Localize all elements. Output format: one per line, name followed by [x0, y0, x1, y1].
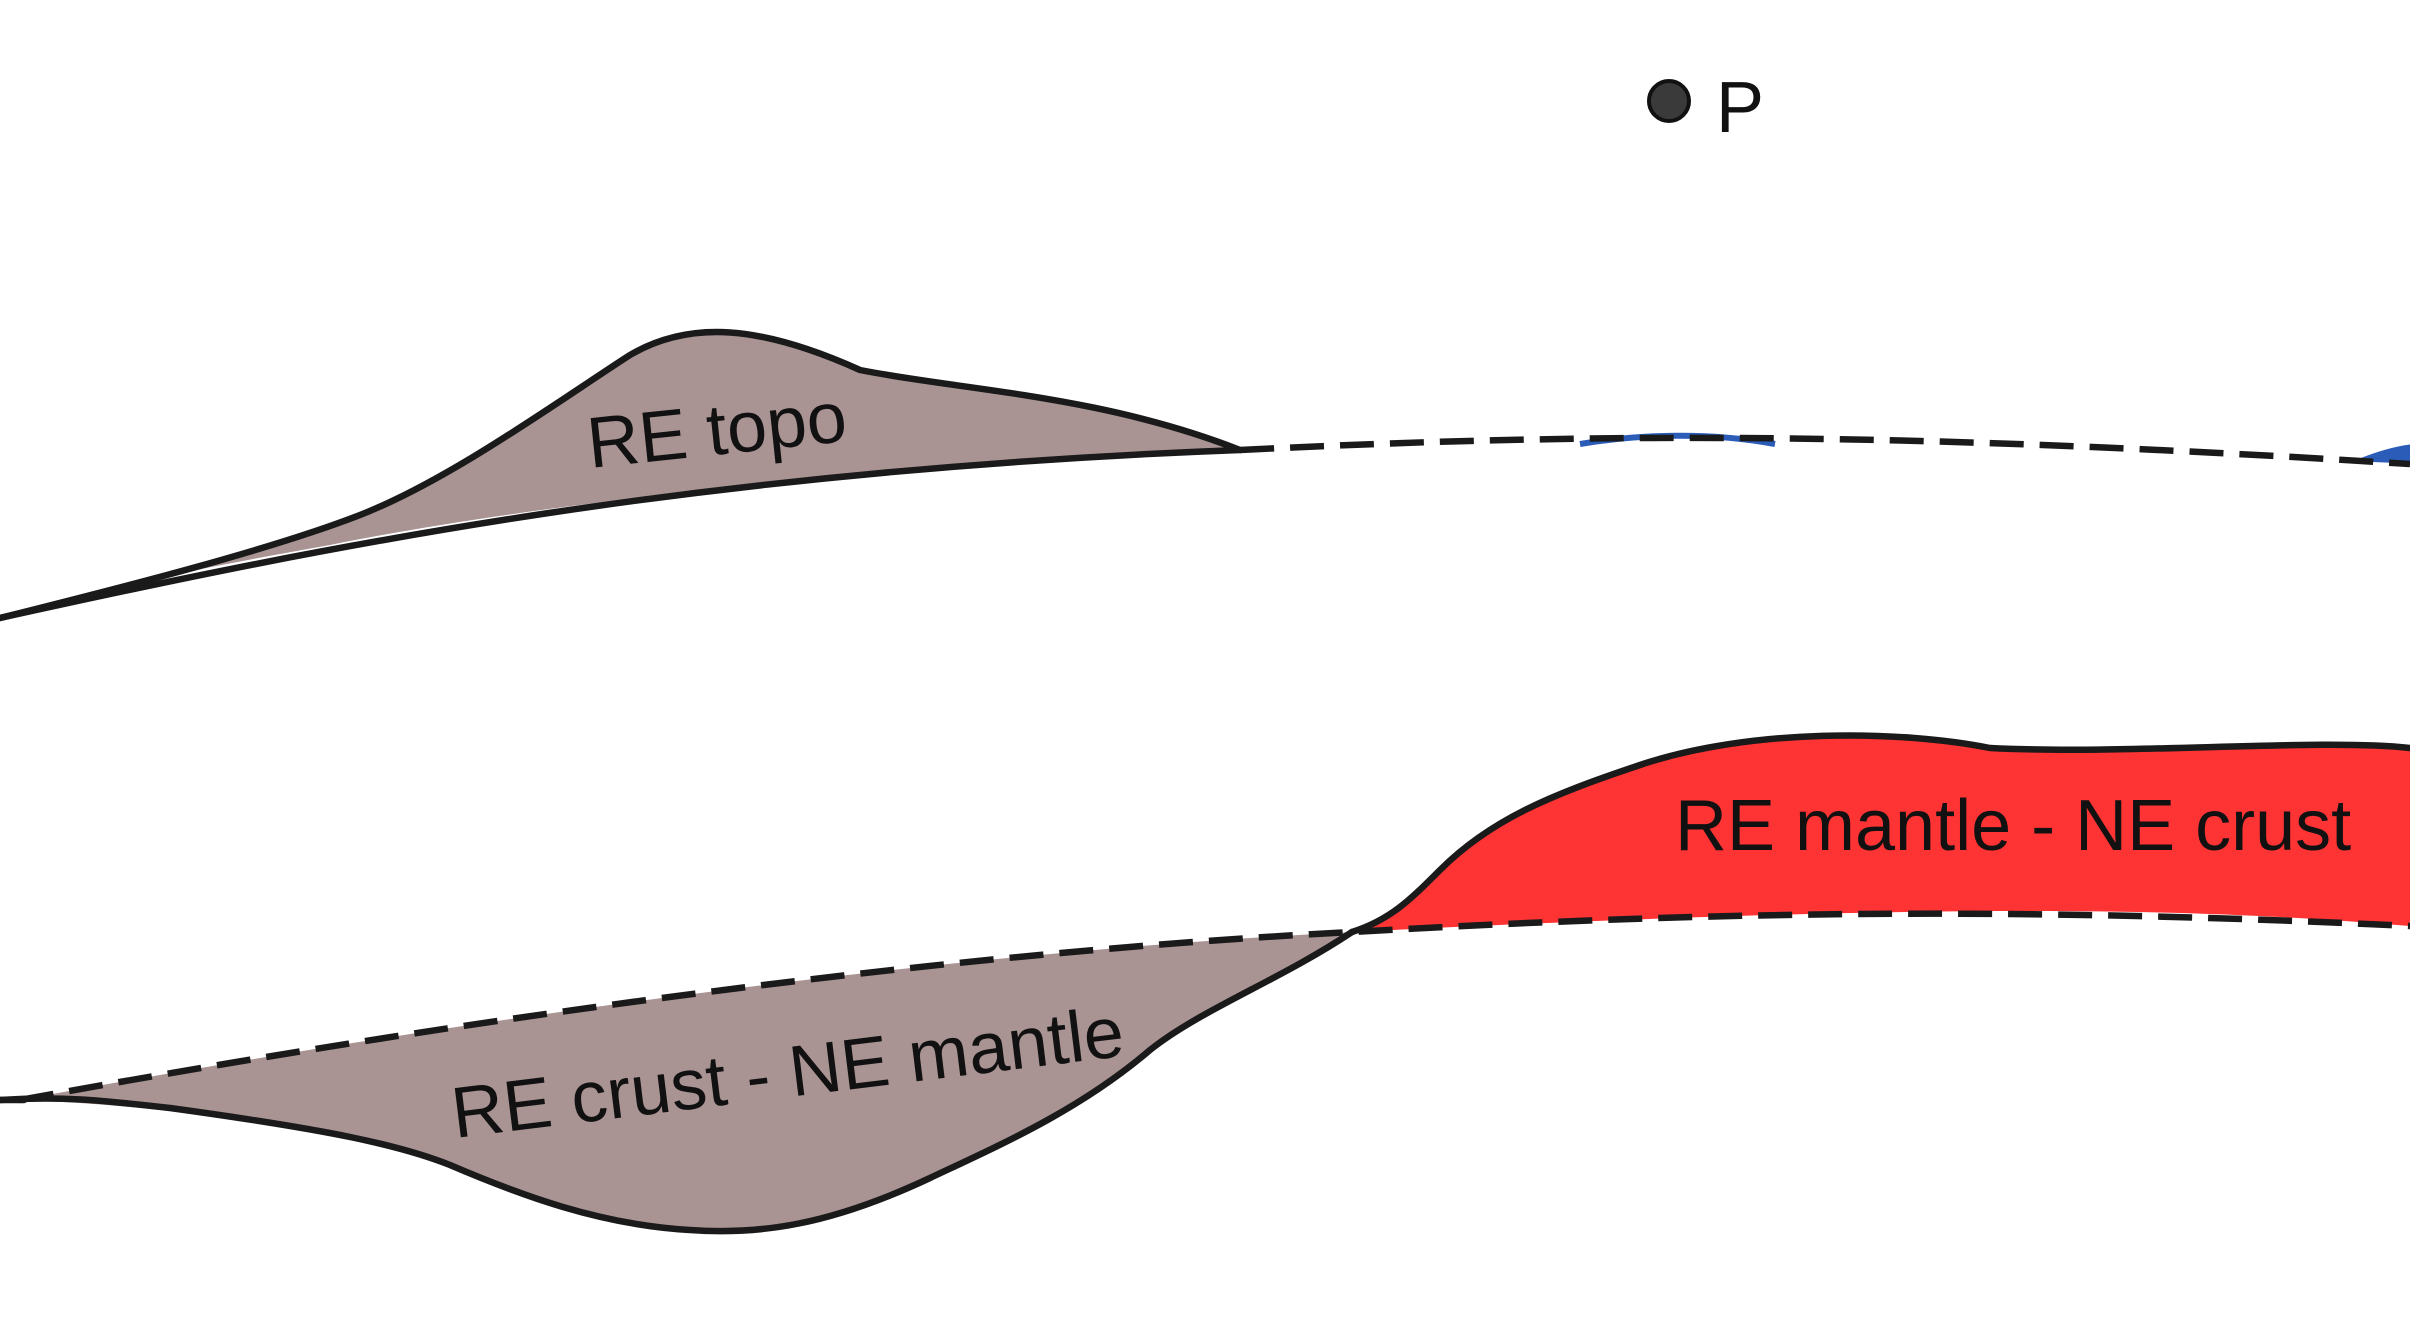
- re-mantle-ne-crust-region: [1352, 735, 2410, 932]
- re-topo-region: [0, 332, 1240, 618]
- point-p-label: P: [1716, 68, 1764, 148]
- re-topo-curve: [0, 328, 1244, 622]
- re-mantle-ne-crust-curve: [1348, 732, 2410, 936]
- re-mantle-ne-crust-label: RE mantle - NE crust: [1675, 786, 2351, 866]
- point-p-marker: [1647, 79, 1691, 123]
- re-crust-ne-mantle-curve: [0, 928, 1356, 1235]
- reference-surface-solid: [0, 446, 1244, 622]
- re-crust-ne-mantle-region: [20, 932, 1352, 1232]
- blue-feature-right: [2359, 444, 2410, 464]
- reference-surface-lower-dashed: [19, 910, 2410, 1104]
- reference-surface-dashed: [1239, 434, 2410, 468]
